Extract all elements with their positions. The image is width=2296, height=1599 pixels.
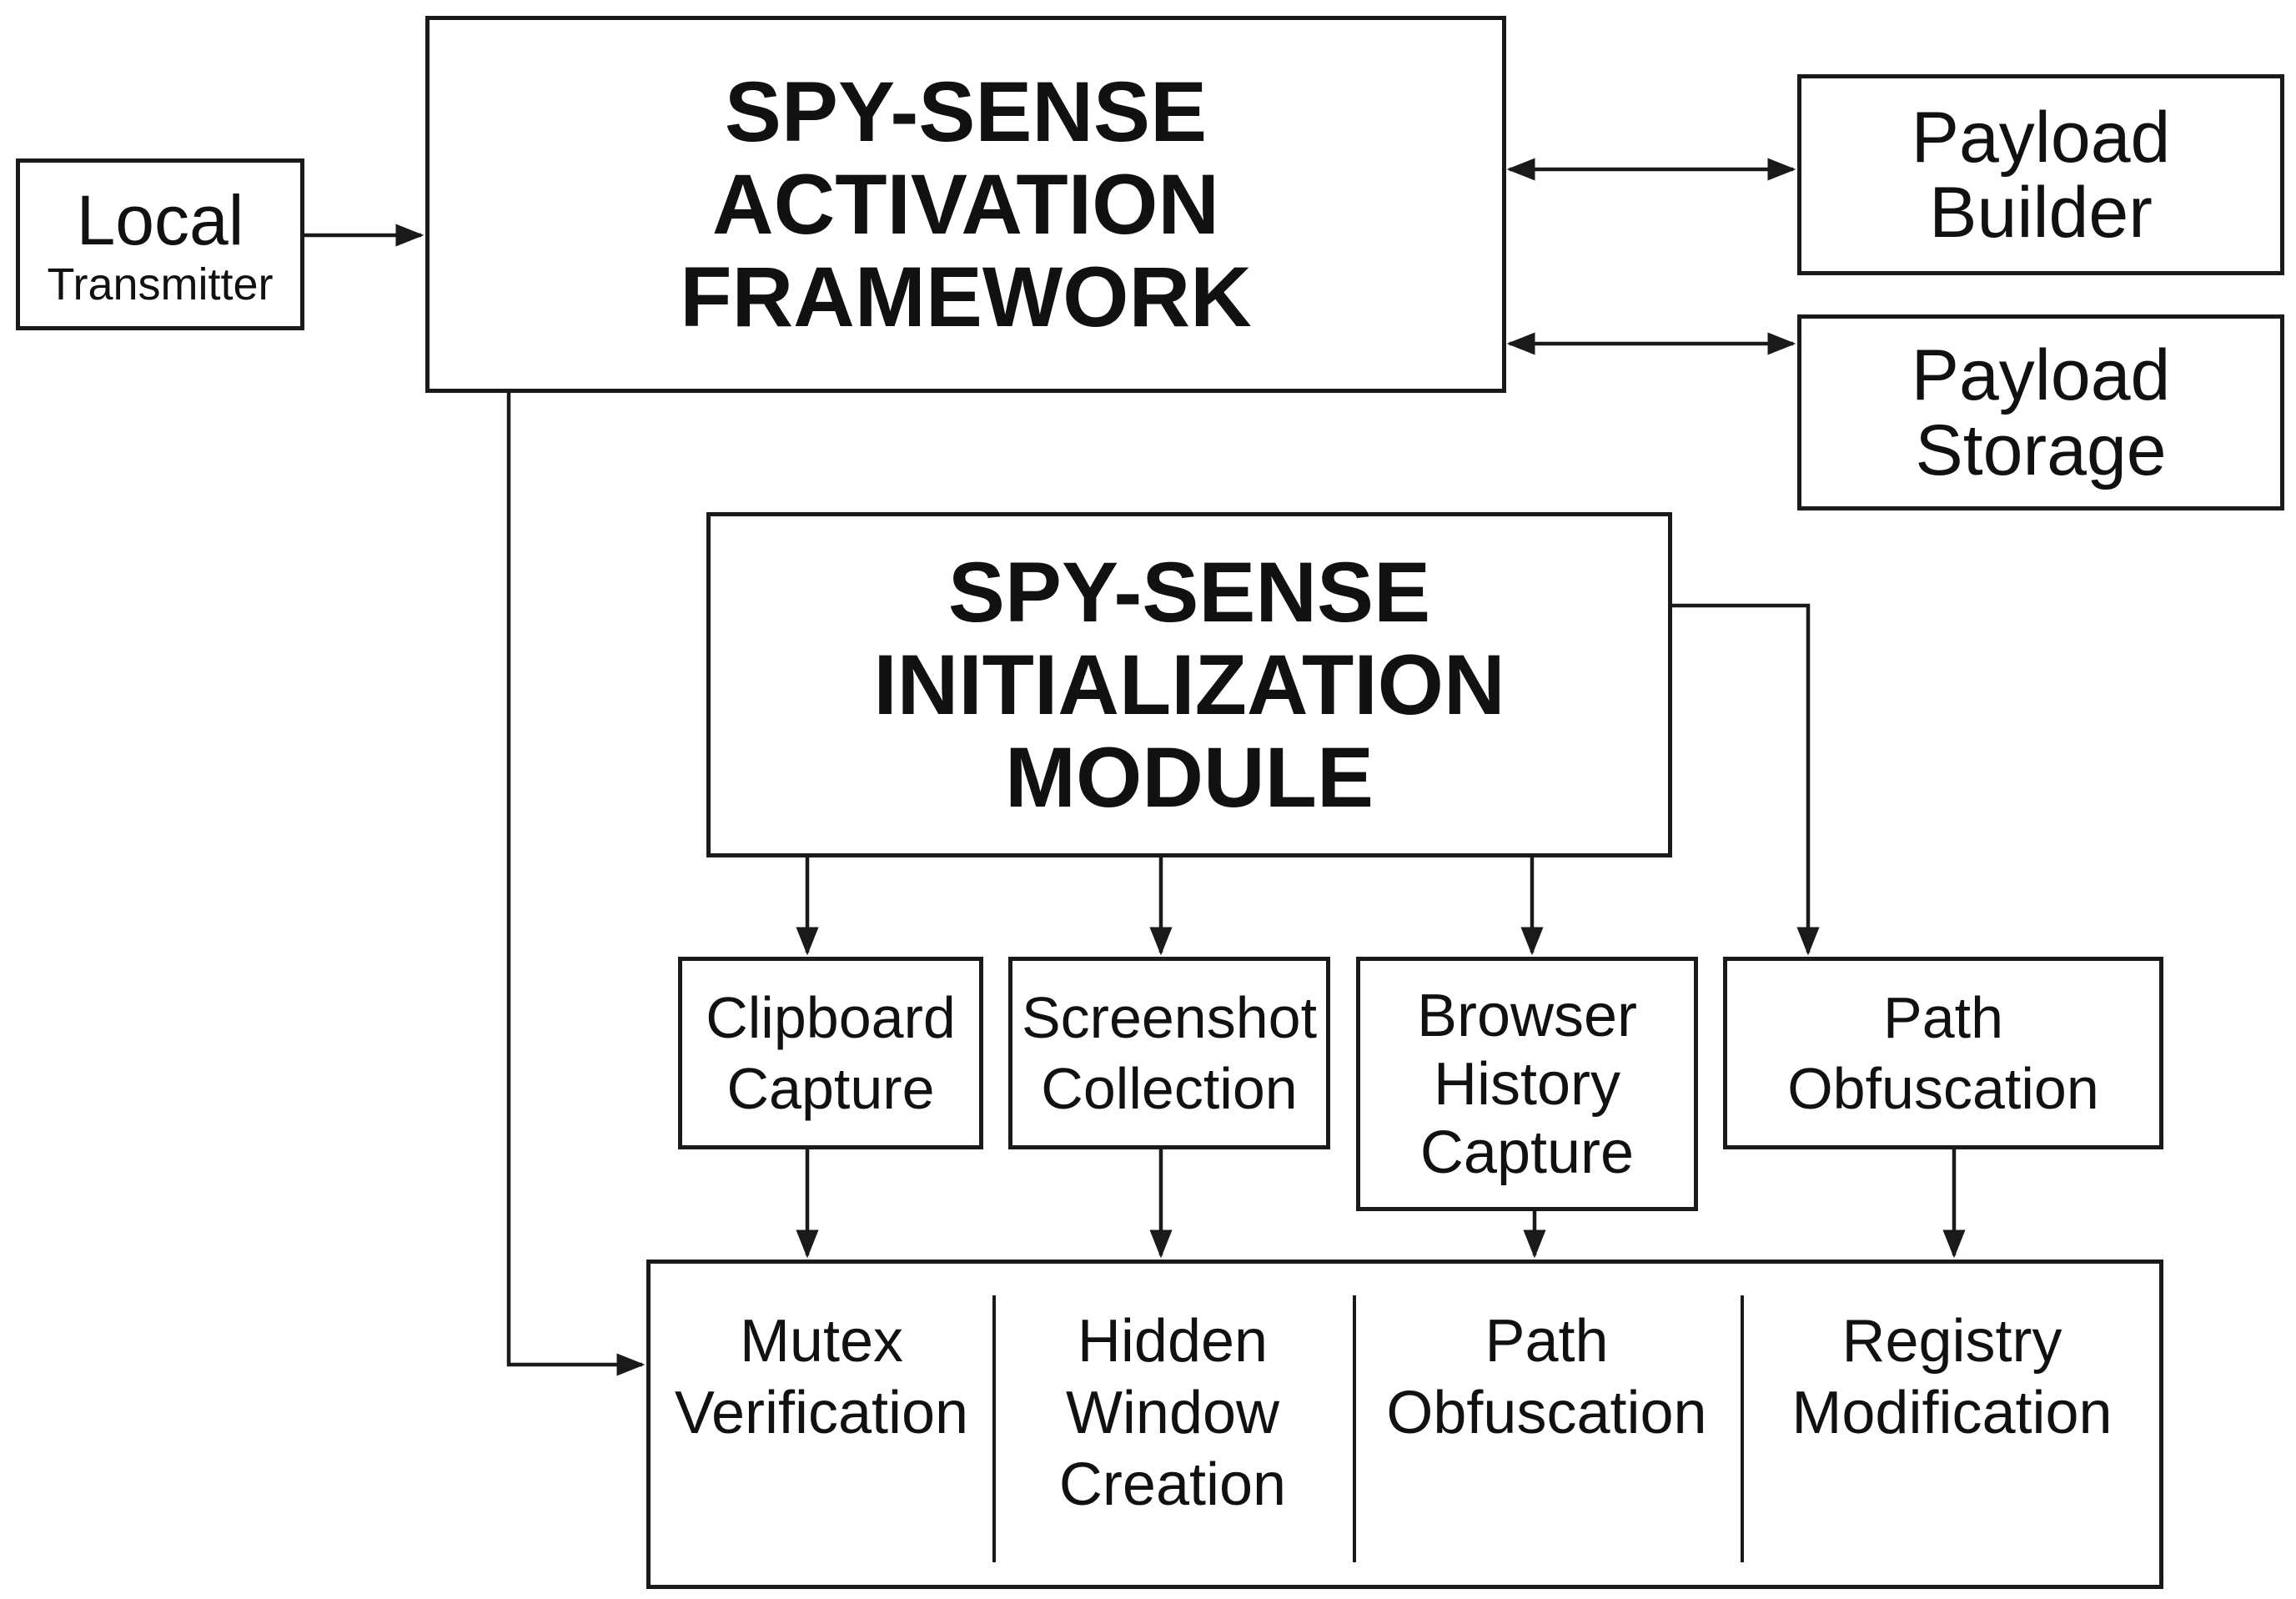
local-transmitter-line2: Transmitter (47, 259, 274, 309)
path-obfuscation-line1: Path (1883, 984, 2003, 1050)
payload-builder-line1: Payload (1911, 97, 2171, 178)
registry-modification-cell: Registry Modification (1741, 1264, 2163, 1585)
mutex-verification-cell: Mutex Verification (651, 1264, 992, 1585)
browser-history-capture-line2: History (1433, 1050, 1620, 1118)
browser-history-capture-line3: Capture (1419, 1119, 1635, 1186)
initialization-module-box: SPY-SENSE INITIALIZATION MODULE (706, 512, 1672, 857)
screenshot-collection-line1: Screenshot (1021, 984, 1318, 1050)
path-obfuscation-line2: Obfuscation (1787, 1055, 2099, 1121)
column-divider (992, 1295, 996, 1562)
path-obfuscation-cell: Path Obfuscation (1353, 1264, 1741, 1585)
initialization-module-line1: SPY-SENSE (947, 544, 1431, 640)
payload-builder-line2: Builder (1929, 172, 2153, 253)
clipboard-capture-line2: Capture (726, 1055, 935, 1121)
activation-framework-box: SPY-SENSE ACTIVATION FRAMEWORK (425, 16, 1506, 393)
mutex-verification-line1: Mutex (739, 1308, 904, 1375)
bottom-path-obfuscation-line2: Obfuscation (1386, 1380, 1707, 1446)
arrow-activation-to-bottom (506, 393, 646, 1376)
clipboard-capture-box: Clipboard Capture (678, 957, 983, 1149)
column-divider (1353, 1295, 1356, 1562)
registry-modification-line1: Registry (1841, 1308, 2062, 1375)
browser-history-capture-line1: Browser (1416, 982, 1638, 1049)
path-obfuscation-box: Path Obfuscation (1723, 957, 2163, 1149)
initialization-module-line3: MODULE (1005, 729, 1374, 825)
browser-history-capture-box: Browser History Capture (1356, 957, 1698, 1211)
payload-storage-line2: Storage (1915, 410, 2167, 490)
hidden-window-creation-line2: Window (1065, 1380, 1280, 1446)
hidden-window-creation-line1: Hidden (1077, 1308, 1269, 1375)
hidden-window-creation-line3: Creation (1058, 1451, 1287, 1518)
activation-framework-line2: ACTIVATION (711, 156, 1220, 252)
payload-storage-line1: Payload (1911, 334, 2171, 415)
arrow-init-to-path-obfuscation (1672, 603, 1820, 956)
bottom-path-obfuscation-line1: Path (1485, 1308, 1609, 1375)
local-transmitter-box: Local Transmitter (16, 158, 304, 330)
registry-modification-line2: Modification (1791, 1380, 2113, 1446)
screenshot-collection-box: Screenshot Collection (1008, 957, 1330, 1149)
payload-builder-box: Payload Builder (1797, 74, 2284, 275)
column-divider (1741, 1295, 1744, 1562)
payload-storage-box: Payload Storage (1797, 314, 2284, 510)
activation-framework-line1: SPY-SENSE (724, 63, 1208, 159)
activation-framework-line3: FRAMEWORK (680, 249, 1252, 344)
screenshot-collection-line2: Collection (1041, 1055, 1298, 1121)
initialization-module-line2: INITIALIZATION (873, 636, 1505, 732)
mutex-verification-line2: Verification (674, 1380, 969, 1446)
hidden-window-creation-cell: Hidden Window Creation (992, 1264, 1353, 1585)
execution-steps-box: Mutex Verification Hidden Window Creatio… (646, 1260, 2163, 1589)
local-transmitter-line1: Local (76, 181, 244, 259)
clipboard-capture-line1: Clipboard (706, 984, 956, 1050)
